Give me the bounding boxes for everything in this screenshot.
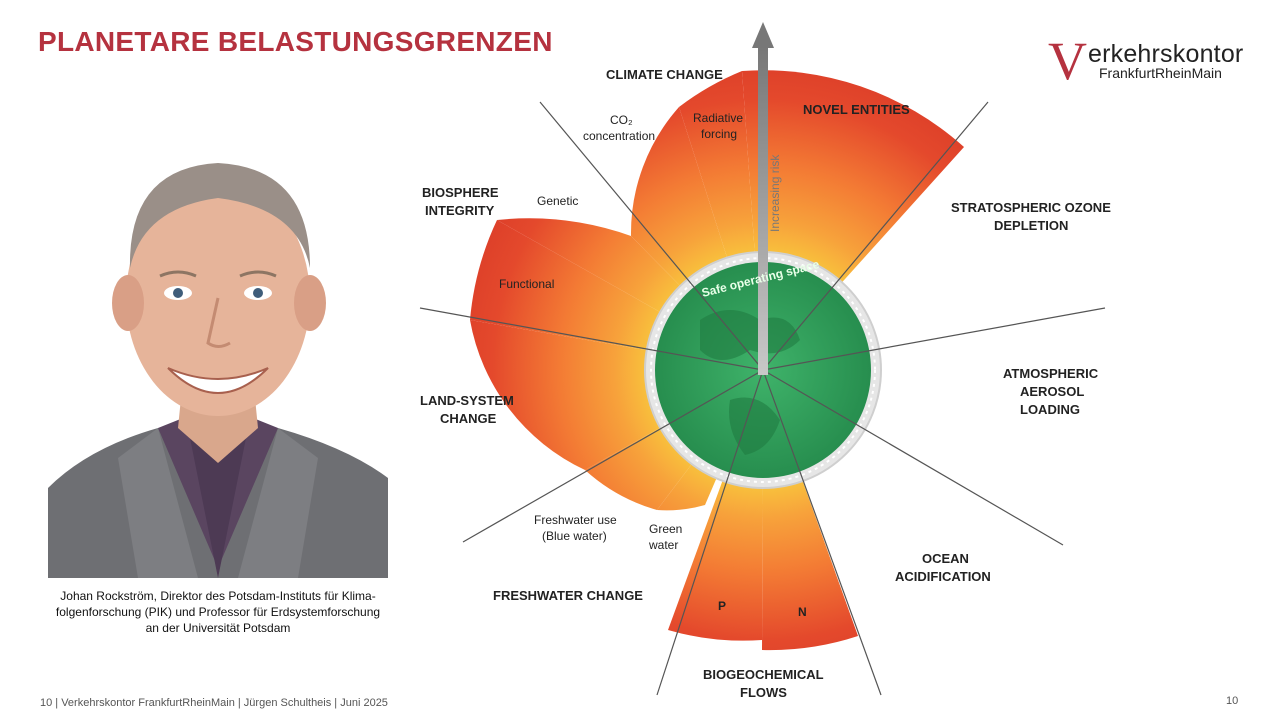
- label-genetic: Genetic: [537, 194, 578, 208]
- slide-title: PLANETARE BELASTUNGSGRENZEN: [38, 26, 553, 57]
- label-climate-change: CLIMATE CHANGE: [606, 67, 723, 82]
- label-functional: Functional: [499, 277, 554, 291]
- label-biogeochemical-line2: FLOWS: [740, 685, 787, 700]
- portrait-photo: [48, 128, 388, 578]
- label-freshwater-change: FRESHWATER CHANGE: [493, 588, 643, 603]
- label-biogeochemical-line1: BIOGEOCHEMICAL: [703, 667, 824, 682]
- label-ocean-line2: ACIDIFICATION: [895, 569, 991, 584]
- label-ozone-line1: STRATOSPHERIC OZONE: [951, 200, 1111, 215]
- caption-line: folgenforschung (PIK) und Professor für …: [55, 605, 381, 619]
- label-land-system-line1: LAND-SYSTEM: [420, 393, 514, 408]
- label-green-water-line1: Green: [649, 522, 682, 536]
- label-land-system-line2: CHANGE: [440, 411, 497, 426]
- footer-text: 10 | Verkehrskontor FrankfurtRheinMain |…: [40, 697, 388, 709]
- continent-shape: [729, 397, 780, 455]
- label-novel-entities: NOVEL ENTITIES: [803, 102, 910, 117]
- axis-label-increasing-risk: Increasing risk: [768, 154, 782, 232]
- label-aerosol-line3: LOADING: [1020, 402, 1080, 417]
- page-number: 10: [1226, 695, 1239, 707]
- label-ozone-line2: DEPLETION: [994, 218, 1068, 233]
- label-n: N: [798, 605, 807, 619]
- caption-line: an der Universität Potsdam: [145, 621, 291, 635]
- caption-line: Johan Rockström, Direktor des Potsdam-In…: [60, 589, 376, 603]
- label-co2-line2: concentration: [583, 129, 655, 143]
- label-p: P: [718, 599, 726, 613]
- portrait-illustration: [48, 128, 388, 578]
- photo-caption: Johan Rockström, Direktor des Potsdam-In…: [40, 588, 396, 636]
- label-blue-water-line2: (Blue water): [542, 529, 607, 543]
- verkehrskontor-logo: V erkehrskontor FrankfurtRheinMain: [1048, 34, 1248, 88]
- label-radiative-line2: forcing: [701, 127, 737, 141]
- label-aerosol-line2: AEROSOL: [1020, 384, 1084, 399]
- label-radiative-line1: Radiative: [693, 111, 743, 125]
- continent-shape: [700, 310, 800, 360]
- label-blue-water-line1: Freshwater use: [534, 513, 617, 527]
- label-green-water-line2: water: [648, 538, 678, 552]
- increasing-risk-arrow: [752, 22, 774, 375]
- logo-mark: V: [1048, 31, 1087, 91]
- label-biosphere-line1: BIOSPHERE: [422, 185, 499, 200]
- separator-lines: [419, 101, 1106, 696]
- label-biosphere-line2: INTEGRITY: [425, 203, 495, 218]
- label-ocean-line1: OCEAN: [922, 551, 969, 566]
- logo-subline: FrankfurtRheinMain: [1099, 65, 1222, 81]
- label-co2-line1: CO₂: [610, 113, 633, 127]
- logo-wordmark: erkehrskontor: [1088, 40, 1244, 68]
- label-aerosol-line1: ATMOSPHERIC: [1003, 366, 1099, 381]
- planetary-boundaries-diagram: Increasing risk Safe operating space CLI…: [400, 0, 1160, 720]
